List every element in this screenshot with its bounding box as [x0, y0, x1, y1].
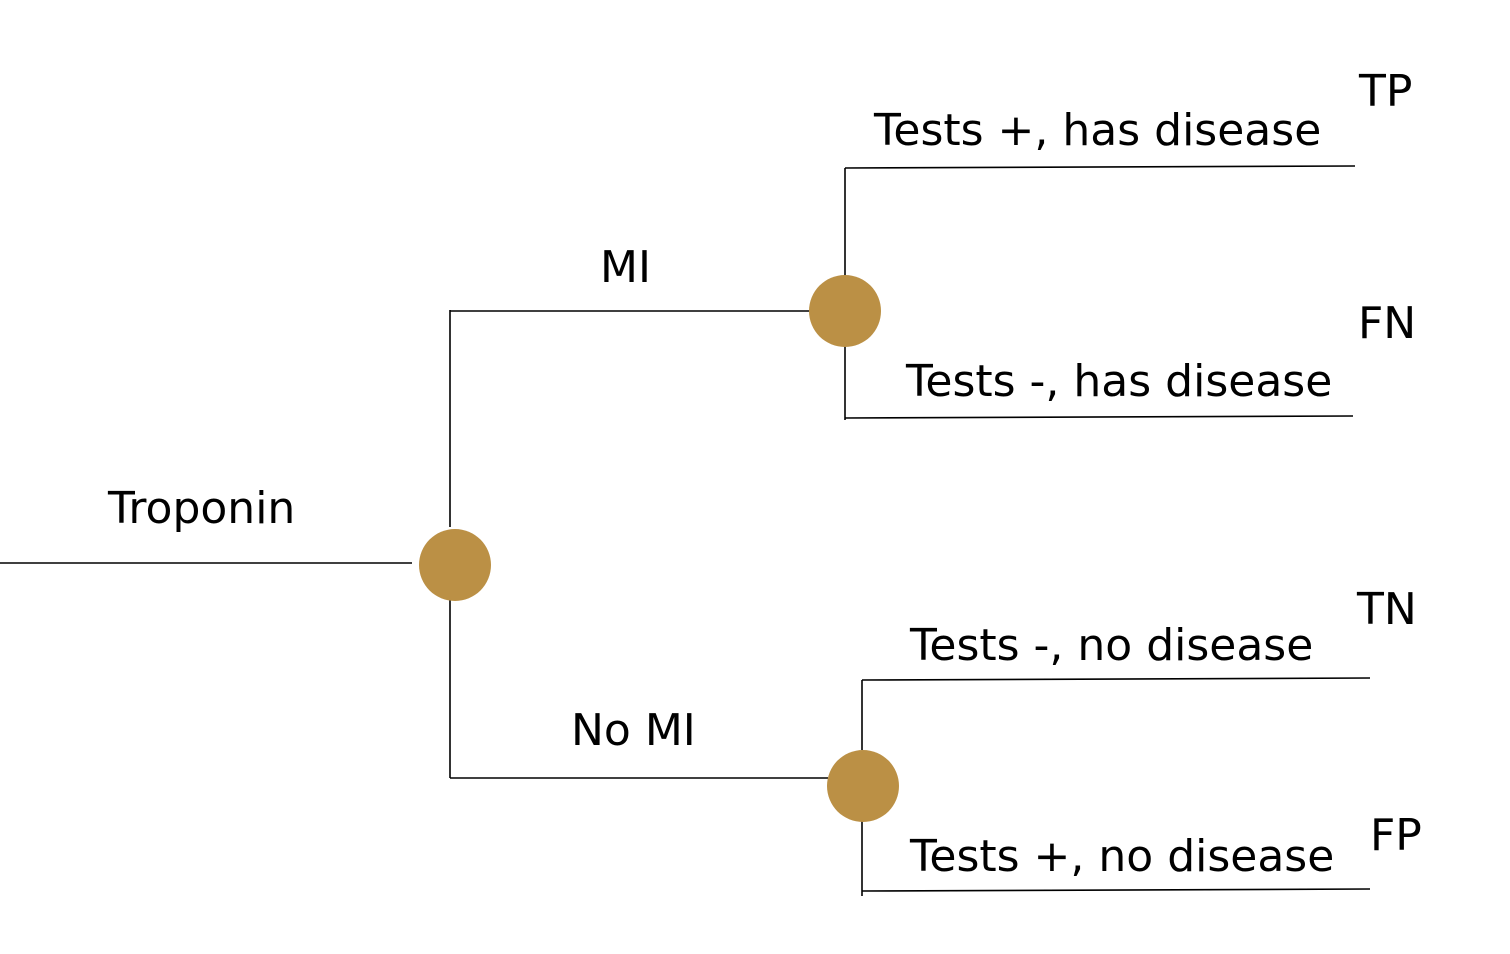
tn-outcome-label: TN [1356, 584, 1417, 635]
fn-branch-label: Tests -, has disease [905, 356, 1332, 407]
fn-outcome-label: FN [1358, 298, 1416, 349]
no-mi-branch-label: No MI [571, 705, 696, 756]
mi-branch-label: MI [600, 242, 651, 293]
root-branch-label: Troponin [107, 483, 295, 534]
root-chance-node [419, 529, 491, 601]
tn-branch-label: Tests -, no disease [909, 620, 1313, 671]
tp-branch-line [844, 165, 1356, 169]
no-mi-chance-node [827, 750, 899, 822]
fp-branch-label: Tests +, no disease [909, 831, 1334, 882]
fp-outcome-label: FP [1370, 810, 1422, 861]
fn-branch-line [844, 415, 1354, 419]
tn-branch-line [861, 677, 1371, 681]
tp-outcome-label: TP [1358, 66, 1412, 117]
tp-branch-label: Tests +, has disease [873, 105, 1321, 156]
mi-chance-node [809, 275, 881, 347]
fp-branch-line [861, 888, 1371, 892]
